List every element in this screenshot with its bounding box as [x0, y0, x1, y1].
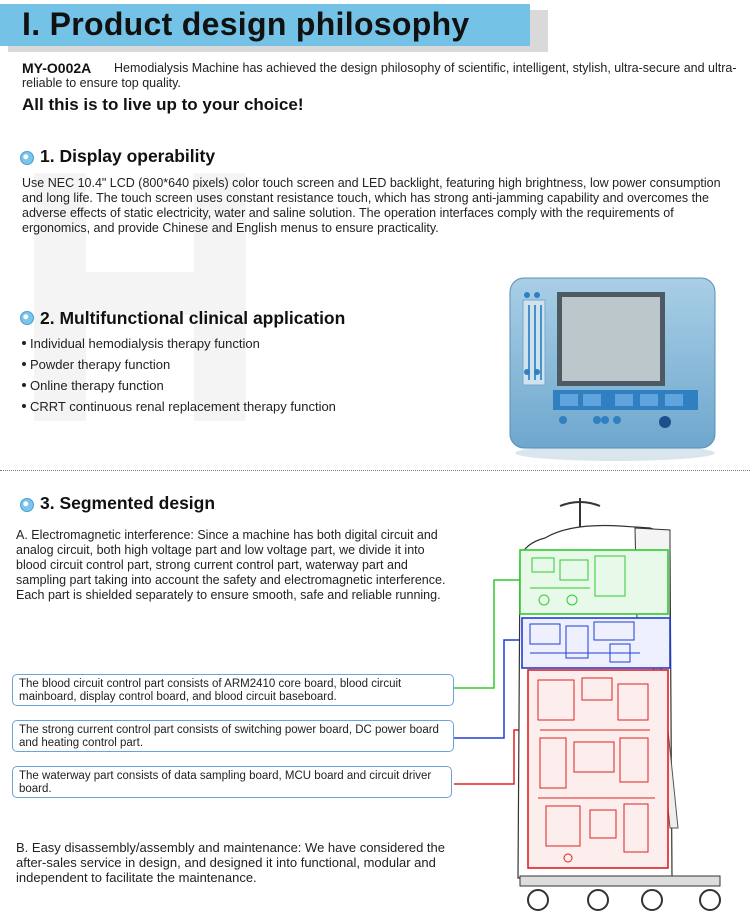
- intro-text: Hemodialysis Machine has achieved the de…: [22, 61, 737, 90]
- callout-blood-circuit: The blood circuit control part consists …: [12, 674, 454, 706]
- section-divider: [0, 470, 750, 471]
- callout-strong-current: The strong current control part consists…: [12, 720, 454, 752]
- list-item: Online therapy function: [22, 378, 164, 393]
- touch-screen-device-image: [509, 277, 716, 461]
- section3-para-a: A. Electromagnetic interference: Since a…: [16, 528, 446, 602]
- callout-waterway: The waterway part consists of data sampl…: [12, 766, 452, 798]
- background-watermark: H: [10, 96, 270, 498]
- header-banner: [0, 4, 530, 46]
- page-title: I. Product design philosophy: [22, 6, 470, 42]
- section2-title: 2. Multifunctional clinical application: [40, 308, 346, 328]
- tagline: All this is to live up to your choice!: [22, 95, 304, 114]
- section3-para-b: B. Easy disassembly/assembly and mainten…: [16, 840, 445, 885]
- section-bullet-icon: [20, 151, 34, 165]
- list-item: CRRT continuous renal replacement therap…: [22, 399, 336, 414]
- segmented-machine-image: [517, 498, 721, 911]
- model-number: MY-O002A: [22, 60, 92, 76]
- section1-title: 1. Display operability: [40, 146, 216, 166]
- section3-title: 3. Segmented design: [40, 493, 216, 513]
- list-item: Powder therapy function: [22, 357, 170, 372]
- section-bullet-icon: [20, 311, 34, 325]
- list-item: Individual hemodialysis therapy function: [22, 336, 260, 351]
- section1-body: Use NEC 10.4" LCD (800*640 pixels) color…: [22, 176, 721, 235]
- section-bullet-icon: [20, 498, 34, 512]
